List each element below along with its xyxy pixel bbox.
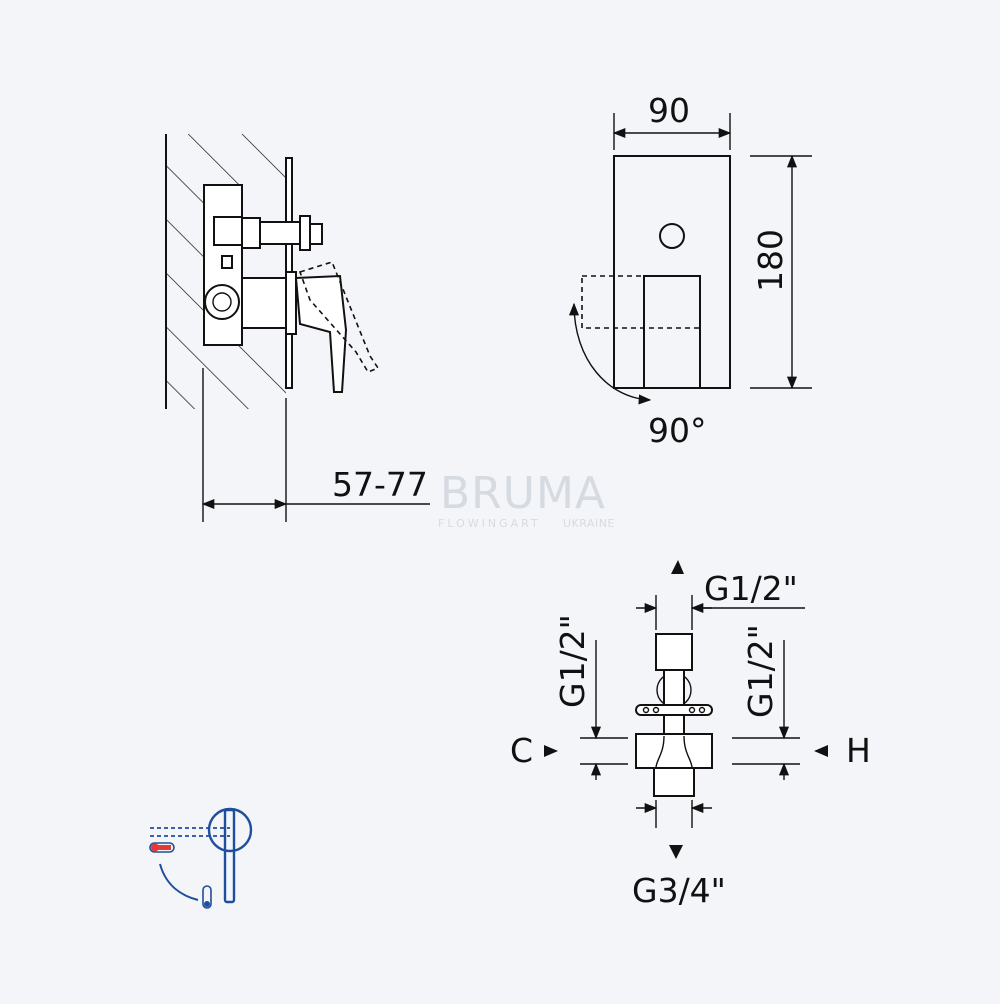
height-dimension: 180 bbox=[751, 229, 790, 292]
bottom-outlet-arrow bbox=[669, 845, 683, 859]
watermark-tagline: FLOWINGART bbox=[438, 517, 541, 530]
cold-thermometer-icon bbox=[202, 885, 212, 909]
diverter-knob bbox=[659, 223, 685, 249]
cold-inlet-dimension: G1/2" bbox=[553, 614, 592, 708]
valve-body-front bbox=[635, 733, 713, 769]
hot-thermometer-icon bbox=[149, 842, 175, 853]
handle-lever-icon bbox=[223, 808, 236, 904]
width-dimension: 90 bbox=[648, 91, 690, 130]
connection-diagram: G1/2" G3/4" G1/2" C G1/2" H bbox=[510, 560, 871, 910]
depth-dimension: 57-77 bbox=[332, 465, 428, 504]
handle-rotated-outline bbox=[298, 261, 380, 373]
hot-inlet-arrow bbox=[814, 745, 828, 757]
handle-front bbox=[643, 275, 701, 389]
handle-rotated-front bbox=[581, 275, 701, 329]
front-view: 90° 90 180 bbox=[568, 91, 812, 450]
cartridge-side bbox=[241, 277, 287, 329]
cold-label: C bbox=[510, 731, 533, 770]
bottom-outlet-dimension: G3/4" bbox=[632, 871, 726, 910]
rotation-arc bbox=[568, 302, 652, 405]
temperature-operation-icon bbox=[149, 807, 253, 909]
hot-label: H bbox=[846, 731, 871, 770]
bruma-watermark: BRUMA FLOWINGART UKRAINE bbox=[438, 468, 615, 530]
cover-plate-front bbox=[613, 155, 731, 389]
handle-circle-icon bbox=[207, 807, 253, 853]
handle-side bbox=[294, 274, 348, 393]
hot-inlet-dimension: G1/2" bbox=[741, 624, 780, 718]
cold-inlet-arrow bbox=[544, 745, 558, 757]
top-outlet-arrow bbox=[671, 560, 684, 574]
watermark-region: UKRAINE bbox=[563, 517, 615, 530]
rotation-dimension: 90° bbox=[648, 411, 707, 450]
watermark-brand: BRUMA bbox=[440, 468, 606, 519]
side-view: 57-77 bbox=[165, 134, 430, 522]
top-outlet-dimension: G1/2" bbox=[704, 569, 798, 608]
